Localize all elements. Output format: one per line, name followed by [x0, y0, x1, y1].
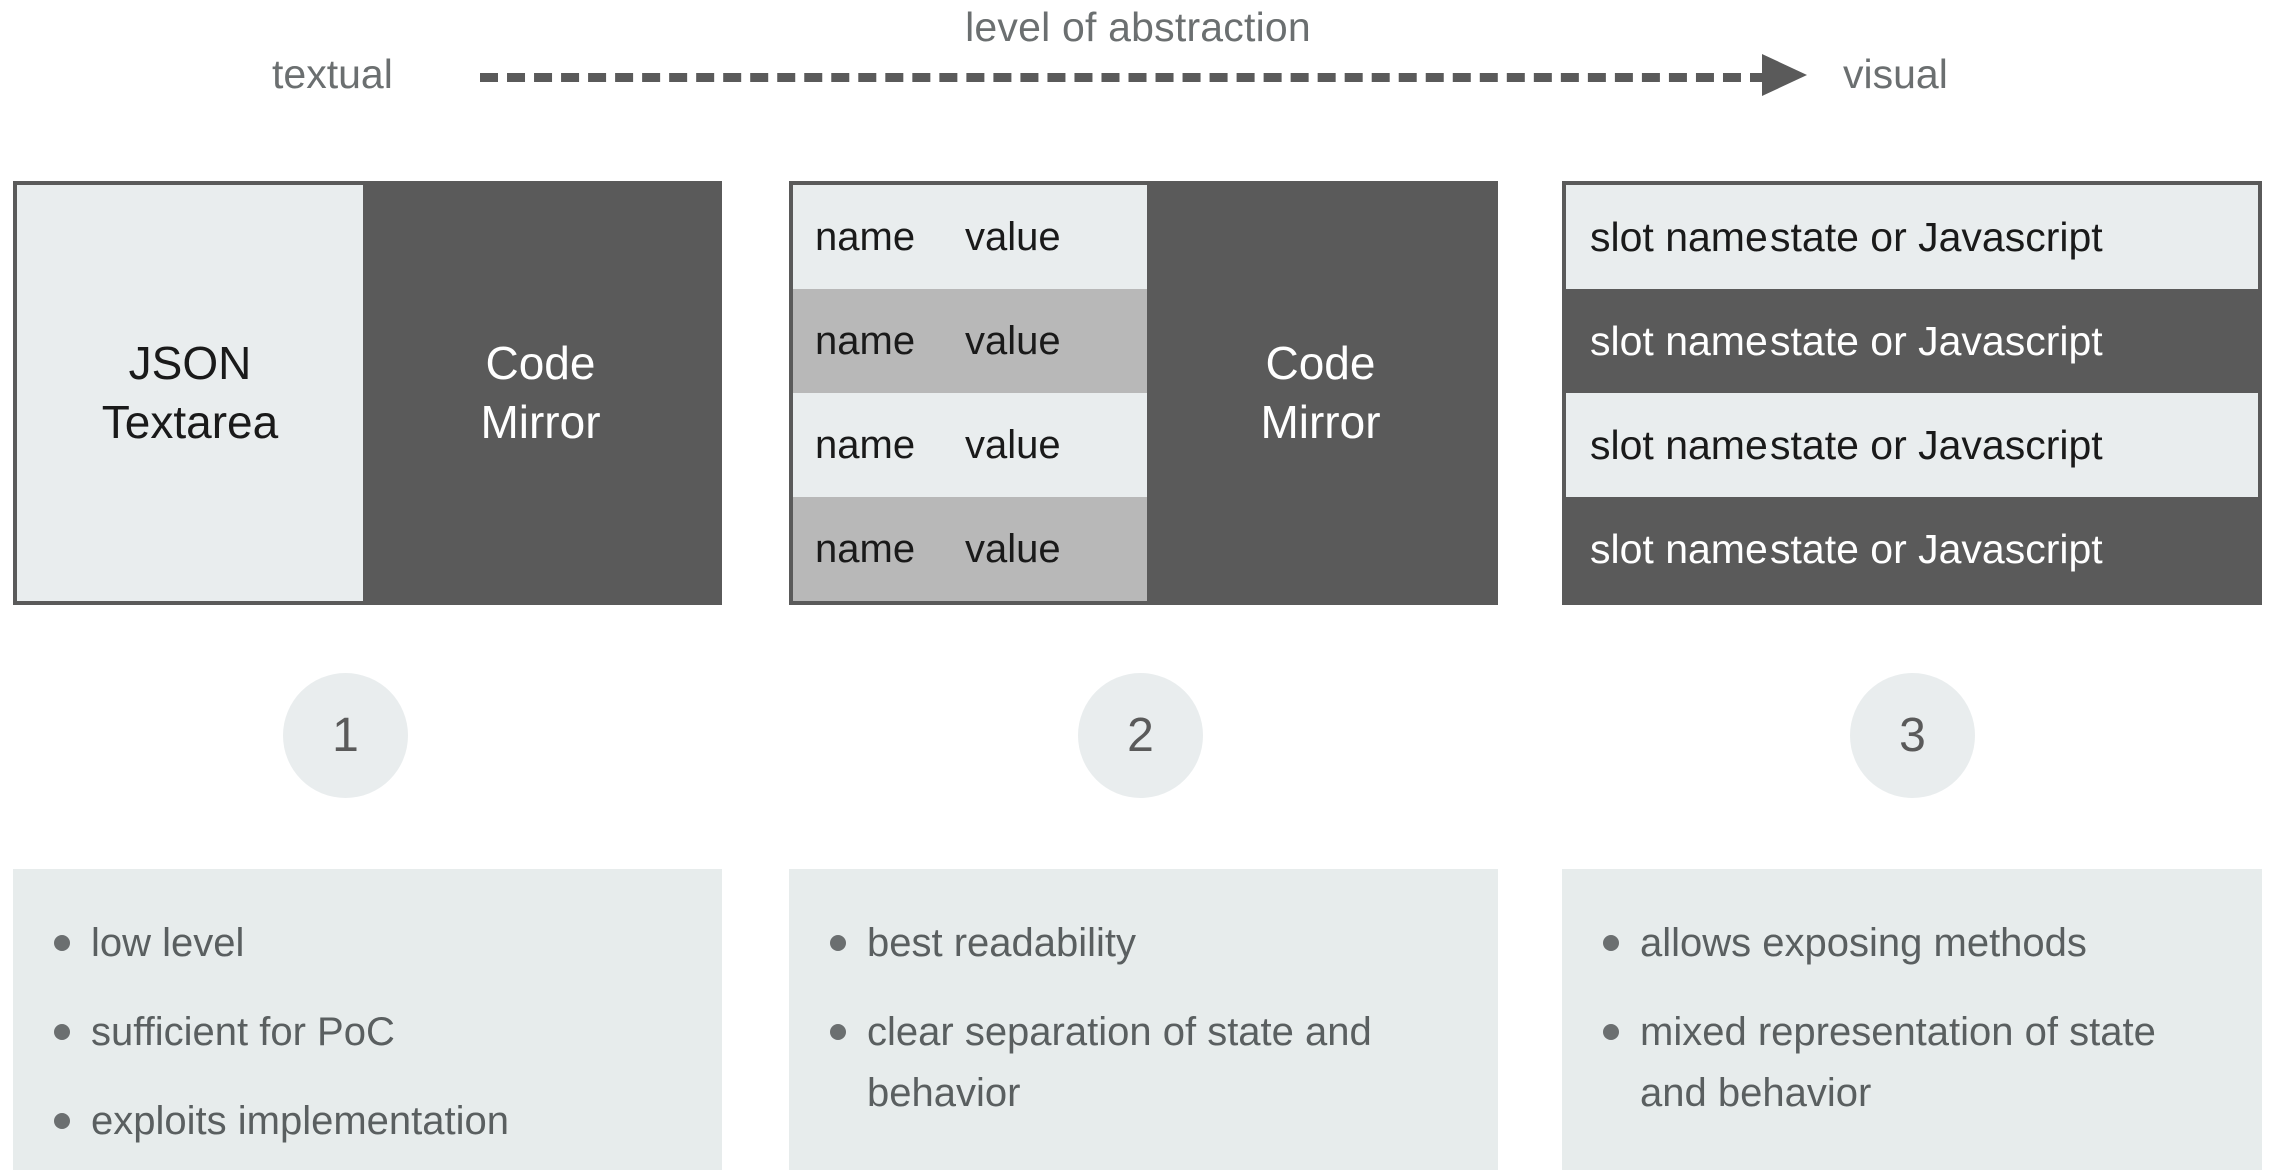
list-item: best readability	[819, 913, 1468, 974]
list-item: low level	[43, 913, 692, 974]
panel-name-value-table: name value name value name value name va…	[789, 181, 1498, 605]
panel-3-slot-table: slot name state or Javascript slot name …	[1566, 185, 2258, 601]
list-item: sufficient for PoC	[43, 1002, 692, 1063]
note-text: sufficient for PoC	[91, 1009, 395, 1054]
kv-name: name	[815, 318, 916, 363]
slot-name: slot name	[1590, 317, 1768, 364]
bullet-icon	[54, 1023, 70, 1040]
kv-value: value	[965, 422, 1061, 467]
kv-value: value	[965, 318, 1061, 363]
list-item: mixed representation of state and behavi…	[1592, 1002, 2232, 1124]
kv-name: name	[815, 422, 916, 467]
step-badge-1: 1	[283, 673, 408, 798]
note-text: mixed representation of state and behavi…	[1640, 1009, 2156, 1115]
kv-name: name	[815, 526, 916, 571]
table-row: name value	[793, 185, 1147, 289]
list-item: exploits implementation	[43, 1091, 692, 1152]
table-row: name value	[793, 289, 1147, 393]
notes-box-3: allows exposing methods mixed representa…	[1562, 869, 2262, 1170]
table-row: slot name state or Javascript	[1566, 289, 2258, 393]
kv-value: value	[965, 214, 1061, 259]
bullet-icon	[1603, 935, 1619, 951]
arrow-right-icon	[1762, 54, 1807, 96]
bullet-icon	[830, 935, 846, 951]
slot-value: state or Javascript	[1770, 317, 2103, 364]
slot-name: slot name	[1590, 525, 1768, 572]
step-badge-2: 2	[1078, 673, 1203, 798]
axis-dashed-line	[480, 73, 1768, 82]
note-text: clear separation of state and behavior	[867, 1009, 1372, 1115]
table-row: slot name state or Javascript	[1566, 185, 2258, 289]
kv-value: value	[965, 526, 1061, 571]
bullet-icon	[54, 935, 70, 951]
abstraction-axis: textual visual	[0, 46, 2276, 102]
table-row: slot name state or Javascript	[1566, 497, 2258, 601]
note-text: best readability	[867, 921, 1137, 965]
note-text: low level	[91, 921, 245, 965]
slot-value: state or Javascript	[1770, 525, 2103, 572]
bullet-icon	[830, 1023, 846, 1040]
notes-box-1: low level sufficient for PoC exploits im…	[13, 869, 722, 1170]
kv-name: name	[815, 214, 916, 259]
axis-label-visual: visual	[1843, 51, 1948, 97]
panel-2-kv-table: name value name value name value name va…	[793, 185, 1147, 601]
bullet-icon	[54, 1112, 70, 1129]
slot-value: state or Javascript	[1770, 421, 2103, 468]
notes-box-2: best readability clear separation of sta…	[789, 869, 1498, 1170]
slot-name: slot name	[1590, 213, 1768, 260]
table-row: name value	[793, 497, 1147, 601]
list-item: allows exposing methods	[1592, 913, 2232, 974]
axis-caption: level of abstraction	[965, 4, 1311, 50]
axis-label-textual: textual	[272, 51, 393, 97]
bullet-icon	[1603, 1023, 1619, 1040]
note-text: exploits implementation	[91, 1098, 509, 1143]
slot-name: slot name	[1590, 421, 1768, 468]
list-item: clear separation of state and behavior	[819, 1002, 1468, 1124]
table-row: name value	[793, 393, 1147, 497]
note-text: allows exposing methods	[1640, 921, 2087, 965]
step-badge-3: 3	[1850, 673, 1975, 798]
panel-slot-table: slot name state or Javascript slot name …	[1562, 181, 2262, 605]
table-row: slot name state or Javascript	[1566, 393, 2258, 497]
slot-value: state or Javascript	[1770, 213, 2103, 260]
